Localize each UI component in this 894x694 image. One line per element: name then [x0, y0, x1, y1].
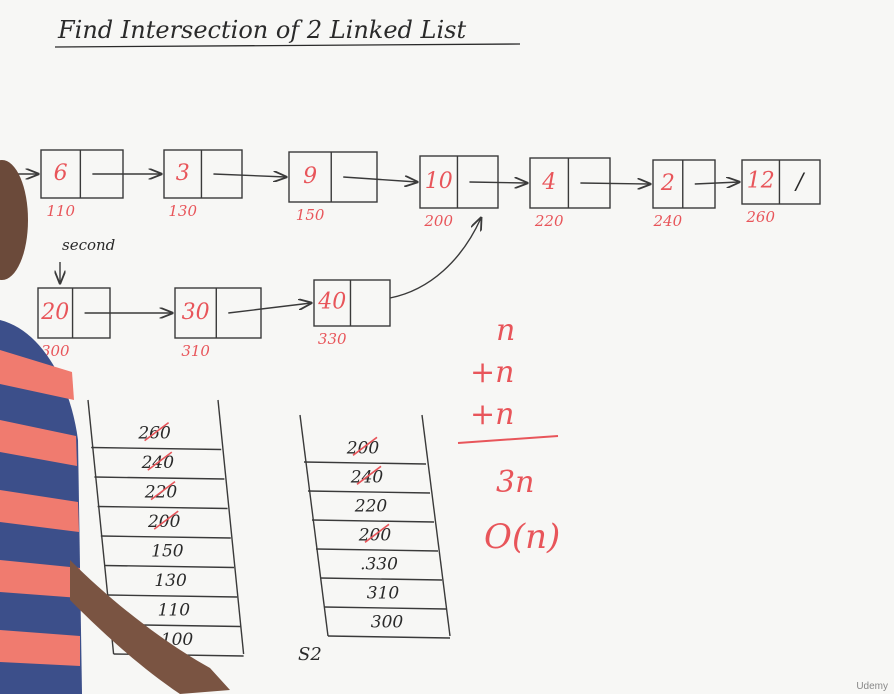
stack-row-divider [307, 490, 431, 494]
list2-node: 40 330 [313, 279, 391, 348]
node-value: 40 [317, 290, 346, 315]
stack-row-divider [100, 535, 231, 539]
presenter [0, 160, 230, 694]
node-address: 330 [318, 330, 347, 348]
stack-row-divider [327, 635, 451, 639]
second-pointer-label: second [62, 236, 115, 254]
stack-item: .330 [360, 554, 398, 574]
presenter-arm [70, 560, 230, 694]
node-value: 20 [40, 300, 69, 325]
stack-row-divider [103, 564, 235, 569]
stack-item: 220 [354, 496, 388, 516]
stack-row-divider [315, 548, 439, 552]
stack-row-divider [311, 519, 435, 523]
stack-wall-left [299, 414, 329, 637]
watermark: Udemy [856, 681, 888, 692]
stack-row-divider [323, 606, 447, 610]
pop-strike [147, 451, 173, 471]
stack-row-divider [319, 577, 443, 581]
analysis-result: 3n [496, 465, 534, 500]
node-address: 240 [653, 212, 683, 230]
title-underline [54, 43, 521, 48]
stack-item: 130 [154, 571, 187, 591]
linked-list-1: 6 110 3 130 9 150 10 200 4 220 2 240 12 260 / [10, 149, 821, 230]
node-address: 300 [41, 342, 70, 360]
next-arrow [580, 183, 650, 184]
complexity-result: O(n) [484, 517, 560, 557]
node-value: 30 [182, 300, 210, 325]
node-value: 12 [747, 168, 775, 193]
analysis-line-1: n [496, 313, 515, 348]
list2-node: 20 300 [37, 287, 111, 360]
node-value: 2 [660, 171, 675, 196]
analysis-line-2: +n [470, 355, 514, 390]
node-address: 130 [168, 202, 197, 220]
pop-strike [352, 436, 378, 456]
next-arrow [694, 182, 739, 184]
null-marker: / [794, 170, 806, 195]
list1-node: 12 260 / [741, 159, 821, 226]
stack-row-divider [303, 461, 427, 465]
pop-strike [153, 510, 179, 530]
next-arrow [469, 182, 527, 183]
linked-list-2: 20 300 30 310 40 330 [37, 279, 391, 360]
node-value: 10 [425, 169, 453, 194]
list1-node: 3 130 [163, 149, 243, 220]
stack-wall-right [421, 414, 451, 637]
node-address: 260 [745, 208, 775, 226]
intersection-arrow [389, 218, 481, 299]
node-box [313, 279, 391, 327]
stack-item: 110 [158, 601, 191, 621]
node-address: 150 [296, 206, 325, 224]
pop-strike [150, 481, 176, 501]
stack-item: 310 [367, 583, 400, 603]
pop-strike [144, 422, 170, 442]
stack-wall-right [217, 399, 245, 655]
node-box [288, 151, 378, 203]
list1-node: 4 220 [529, 157, 611, 230]
stack-row-divider [94, 476, 225, 480]
node-address: 200 [423, 212, 453, 230]
presenter-head [0, 160, 28, 280]
sum-line [457, 435, 559, 444]
list1-node: 9 150 [288, 151, 378, 224]
list1-node: 10 200 [419, 155, 499, 230]
stack-row-divider [107, 594, 238, 598]
next-arrow [213, 174, 286, 177]
node-value: 4 [541, 170, 556, 195]
pop-strike [356, 465, 382, 485]
node-box [174, 287, 262, 339]
stack-row-divider [91, 446, 222, 451]
node-value: 9 [303, 164, 317, 189]
node-address: 310 [181, 342, 210, 360]
next-arrow [228, 303, 311, 314]
list1-node: 2 240 [652, 159, 716, 230]
stack-1: 260240220200150130110100 [87, 399, 245, 657]
node-address: 110 [46, 202, 75, 220]
node-box [741, 159, 821, 205]
node-address: 220 [534, 212, 564, 230]
pop-strike [364, 523, 390, 543]
node-value: 6 [54, 161, 68, 186]
analysis-line-3: +n [470, 397, 514, 432]
page-title: Find Intersection of 2 Linked List [57, 16, 466, 44]
node-box [163, 149, 243, 199]
stack-row-divider [97, 505, 228, 510]
stack-item: 150 [151, 542, 184, 562]
list2-node: 30 310 [174, 287, 262, 360]
stack-item: 300 [371, 612, 404, 632]
node-value: 3 [176, 161, 190, 186]
next-arrow [343, 177, 417, 182]
stack2-label: S2 [298, 644, 322, 665]
node-box [652, 159, 716, 209]
complexity-analysis: n +n +n 3n O(n) [457, 313, 560, 557]
